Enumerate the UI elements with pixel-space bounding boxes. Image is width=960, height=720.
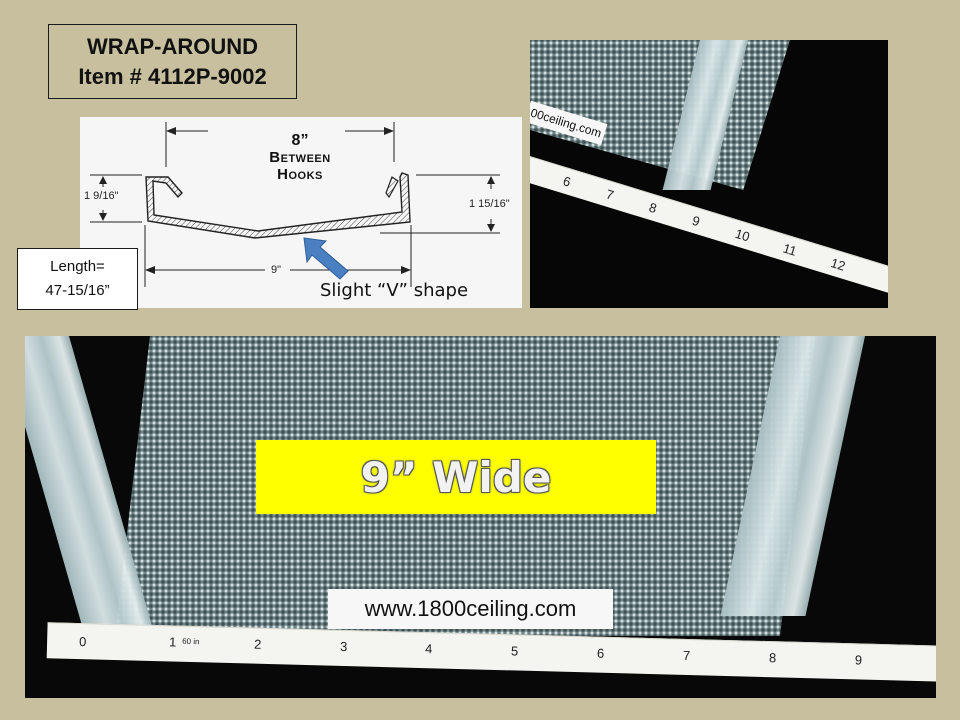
title-box: WRAP-AROUND Item # 4112P-9002 [48, 24, 297, 99]
between-hooks-label: 8” Between Hooks [250, 132, 350, 183]
length-label: Length= [50, 258, 105, 275]
width-banner: 9” Wide [256, 440, 656, 514]
left-height-label: 1 9/16" [84, 190, 119, 202]
between-hooks-text-2: Hooks [277, 166, 323, 183]
tape-small-text: 60 in [182, 636, 200, 647]
tape-number: 2 [253, 636, 262, 652]
prismatic-mesh [115, 336, 815, 636]
tape-number: 1 [168, 634, 177, 650]
v-shape-caption: Slight “V” shape [320, 280, 469, 301]
width-banner-text: 9” Wide [360, 452, 552, 502]
profile-drawing [90, 122, 500, 287]
length-value: 47-15/16” [45, 282, 110, 299]
tape-number: 8 [647, 199, 659, 217]
photo-corner-detail: 6 7 8 9 10 11 12 00ceiling.com [530, 40, 888, 308]
cross-section-diagram: 8” Between Hooks 1 9/16" 1 15/16" 9" Sli… [80, 117, 522, 308]
tape-number: 3 [339, 638, 348, 655]
length-box: Length= 47-15/16” [17, 248, 138, 310]
tape-number: 7 [682, 647, 691, 664]
tape-number: 8 [768, 650, 777, 666]
tape-number: 9 [690, 212, 702, 230]
tape-number: 7 [604, 186, 616, 203]
between-hooks-text-1: Between [269, 149, 331, 166]
tape-number: 0 [78, 634, 87, 650]
title-line-1: WRAP-AROUND [86, 33, 259, 59]
right-height-label: 1 15/16" [469, 198, 510, 210]
title-line-2: Item # 4112P-9002 [78, 63, 267, 89]
bottom-width-label: 9" [271, 264, 282, 276]
v-shape-arrow-icon [303, 237, 349, 280]
photo-full-width: www.1800ceiling.com 0 1 60 in 2 3 4 5 6 … [25, 336, 936, 698]
tape-number: 6 [596, 645, 605, 661]
tape-number: 9 [854, 652, 863, 668]
between-hooks-value: 8” [291, 132, 309, 149]
tape-number: 11 [781, 240, 799, 259]
brand-label: www.1800ceiling.com [328, 589, 613, 629]
tape-number: 10 [733, 225, 752, 245]
tape-number: 12 [829, 255, 848, 274]
tape-number: 6 [561, 173, 573, 190]
tape-number: 5 [510, 643, 519, 659]
tape-number: 4 [424, 641, 433, 657]
